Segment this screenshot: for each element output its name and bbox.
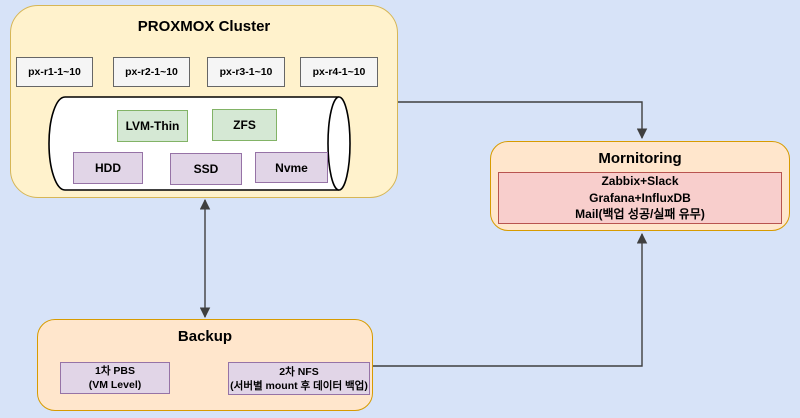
- backup-secondary-line1: 2차 NFS: [279, 365, 319, 378]
- monitoring-title: Mornitoring: [598, 150, 682, 167]
- node-box-px-r1: px-r1-1~10: [16, 57, 93, 87]
- backup-primary-line1: 1차 PBS: [94, 365, 135, 377]
- cluster-to-monitoring-connector: [398, 101, 648, 140]
- storage-media-ssd: SSD: [170, 153, 242, 185]
- storage-type-zfs: ZFS: [212, 109, 277, 141]
- backup-to-monitoring-connector: [373, 232, 648, 367]
- stack-line-mail: Mail(백업 성공/실패 유무): [575, 207, 705, 222]
- backup-secondary-box: 2차 NFS (서버별 mount 후 데이터 백업): [228, 362, 370, 395]
- storage-media-hdd: HDD: [73, 152, 143, 184]
- storage-type-lvm-thin: LVM-Thin: [117, 110, 188, 142]
- node-box-px-r3: px-r3-1~10: [207, 57, 285, 87]
- stack-line-grafana: Grafana+InfluxDB: [589, 190, 691, 205]
- backup-primary-line2: (VM Level): [88, 379, 142, 391]
- node-box-px-r4: px-r4-1~10: [300, 57, 378, 87]
- backup-primary-box: 1차 PBS (VM Level): [60, 362, 170, 394]
- stack-line-zabbix: Zabbix+Slack: [601, 174, 679, 189]
- node-box-px-r2: px-r2-1~10: [113, 57, 190, 87]
- proxmox-cluster-title: PROXMOX Cluster: [137, 18, 271, 35]
- monitoring-stack-box: Zabbix+Slack Grafana+InfluxDB Mail(백업 성공…: [498, 172, 782, 224]
- backup-secondary-line2: (서버별 mount 후 데이터 백업): [230, 379, 368, 392]
- storage-media-nvme: Nvme: [255, 152, 328, 183]
- backup-title: Backup: [177, 328, 233, 345]
